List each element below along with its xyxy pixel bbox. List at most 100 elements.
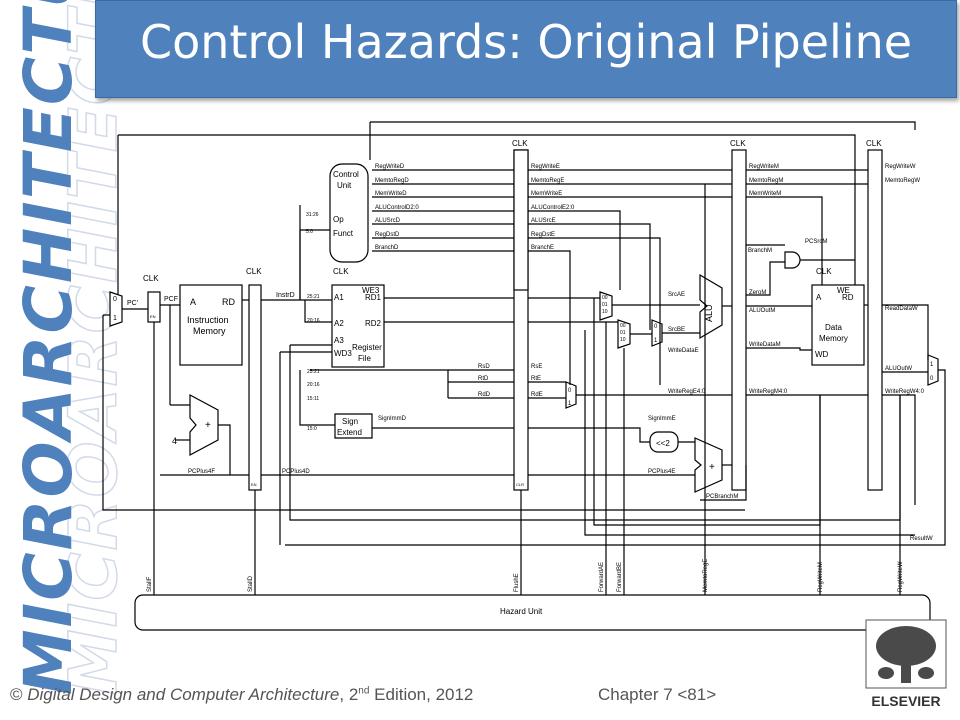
dmem-we: WE	[837, 286, 850, 295]
clk-label: CLK	[816, 267, 832, 276]
wire-top-feedback	[370, 121, 916, 130]
svg-text:MemWriteE: MemWriteE	[531, 191, 562, 197]
dmem-name: Memory	[819, 334, 848, 343]
const-four: 4	[172, 436, 177, 446]
dmem-a: A	[816, 293, 822, 302]
hazard-signal: FlushE	[514, 573, 520, 592]
hazard-signal: MemtoRegE	[703, 559, 709, 592]
svg-text:15:0: 15:0	[307, 426, 317, 432]
book-title: Digital Design and Computer Architecture	[27, 685, 340, 704]
hazard-unit-label: Hazard Unit	[500, 607, 543, 616]
clk-label: CLK	[246, 267, 262, 276]
svg-text:RsE: RsE	[531, 364, 542, 370]
svg-text:EN: EN	[251, 482, 257, 487]
hazard-signals: StallF StallD FlushE ForwardAE ForwardBE…	[147, 559, 904, 616]
svg-text:RdD: RdD	[478, 392, 491, 398]
svg-text:SrcBE: SrcBE	[668, 327, 685, 333]
svg-text:RdE: RdE	[531, 392, 543, 398]
control-name: Control	[333, 170, 359, 179]
bits-label: 5:0	[306, 229, 313, 235]
signal-labels: RegWriteD MemtoRegD MemWriteD ALUControl…	[150, 164, 933, 542]
mux-bit: 0	[113, 296, 117, 303]
svg-text:MemWriteD: MemWriteD	[375, 191, 407, 197]
svg-text:ALUSrcD: ALUSrcD	[375, 218, 401, 224]
wire-pcsrc-feedback	[118, 134, 856, 305]
svg-text:ResultW: ResultW	[910, 536, 933, 542]
dmem-wd: WD	[815, 350, 829, 359]
svg-text:00: 00	[602, 295, 608, 301]
control-op: Op	[333, 215, 344, 224]
sign-extend: Sign	[342, 417, 358, 426]
svg-text:RegDstE: RegDstE	[531, 232, 555, 238]
svg-text:RegWriteW: RegWriteW	[885, 164, 916, 170]
svg-text:RegWriteE: RegWriteE	[531, 164, 560, 170]
publisher-wordmark: ELSEVIER	[871, 693, 940, 709]
svg-text:1: 1	[654, 338, 658, 344]
svg-text:RegWriteD: RegWriteD	[375, 164, 405, 170]
svg-text:RegDstD: RegDstD	[375, 232, 400, 238]
svg-text:SignImmE: SignImmE	[648, 416, 676, 422]
clk-label: CLK	[143, 274, 159, 283]
shift-label: <<2	[656, 439, 670, 448]
bits-label: 31:26	[306, 212, 319, 218]
svg-text:MemtoRegE: MemtoRegE	[531, 178, 564, 184]
imem-name: Instruction	[187, 315, 229, 325]
svg-text:ZeroM: ZeroM	[749, 290, 766, 296]
svg-text:RegWriteM: RegWriteM	[749, 164, 779, 170]
svg-text:1: 1	[930, 362, 934, 368]
imem-a: A	[190, 297, 196, 307]
svg-text:PCBranchM: PCBranchM	[706, 494, 738, 500]
svg-text:RtE: RtE	[531, 376, 541, 382]
control-funct: Funct	[333, 229, 354, 238]
rf-rd2: RD2	[365, 319, 382, 328]
svg-text:BranchE: BranchE	[531, 245, 554, 251]
svg-text:PCPlus4E: PCPlus4E	[648, 469, 675, 475]
hazard-signal: StallD	[248, 575, 254, 592]
svg-text:MemtoRegD: MemtoRegD	[375, 178, 409, 184]
svg-text:PCSrcM: PCSrcM	[805, 239, 827, 245]
chapter-page-number: Chapter 7 <81>	[598, 685, 717, 704]
svg-text:1: 1	[568, 401, 572, 407]
svg-text:10: 10	[602, 309, 608, 315]
rf-wd3: WD3	[334, 349, 352, 358]
svg-text:EN: EN	[150, 314, 156, 319]
control-name: Unit	[337, 181, 352, 190]
imem-rd: RD	[222, 297, 235, 307]
rf-rd1: RD1	[365, 293, 382, 302]
dmem-rd: RD	[842, 293, 854, 302]
elsevier-logo: ELSEVIER	[865, 619, 947, 709]
rf-we3: WE3	[362, 286, 380, 295]
wire-pcsrc-return	[113, 135, 119, 303]
svg-text:20:16: 20:16	[307, 318, 320, 324]
svg-text:ALUControlE2:0: ALUControlE2:0	[531, 205, 575, 211]
svg-text:SrcAE: SrcAE	[668, 292, 685, 298]
svg-text:SignImmD: SignImmD	[378, 416, 407, 422]
svg-text:RtD: RtD	[478, 376, 489, 382]
svg-text:BranchD: BranchD	[375, 245, 399, 251]
svg-text:10: 10	[620, 337, 626, 343]
clk-label: CLK	[333, 267, 349, 276]
rf-a2: A2	[334, 319, 344, 328]
svg-text:00: 00	[620, 323, 626, 329]
title-bar: Control Hazards: Original Pipeline	[95, 0, 957, 98]
hazard-signal: ForwardAE	[599, 562, 605, 592]
clk-label: CLK	[730, 139, 746, 148]
pcf-label: PCF	[164, 296, 178, 303]
svg-text:ReadDataW: ReadDataW	[885, 306, 918, 312]
svg-text:01: 01	[620, 330, 626, 336]
svg-text:WriteRegW4:0: WriteRegW4:0	[885, 389, 925, 395]
svg-text:PCPlus4F: PCPlus4F	[188, 469, 215, 475]
hazard-signal: StallF	[147, 576, 153, 592]
svg-text:20:16: 20:16	[307, 382, 320, 388]
slide-title: Control Hazards: Original Pipeline	[139, 15, 913, 69]
rf-name: Register	[352, 343, 382, 352]
imem-name: Memory	[193, 326, 226, 336]
sign-extend: Extend	[337, 428, 362, 437]
svg-text:PCPlus4D: PCPlus4D	[282, 469, 310, 475]
svg-text:MemWriteM: MemWriteM	[749, 191, 781, 197]
pc-prime-label: PC'	[127, 300, 138, 307]
footer-citation: © Digital Design and Computer Architectu…	[10, 685, 474, 704]
mux-bit: 1	[113, 315, 117, 322]
svg-text:0: 0	[654, 324, 658, 330]
